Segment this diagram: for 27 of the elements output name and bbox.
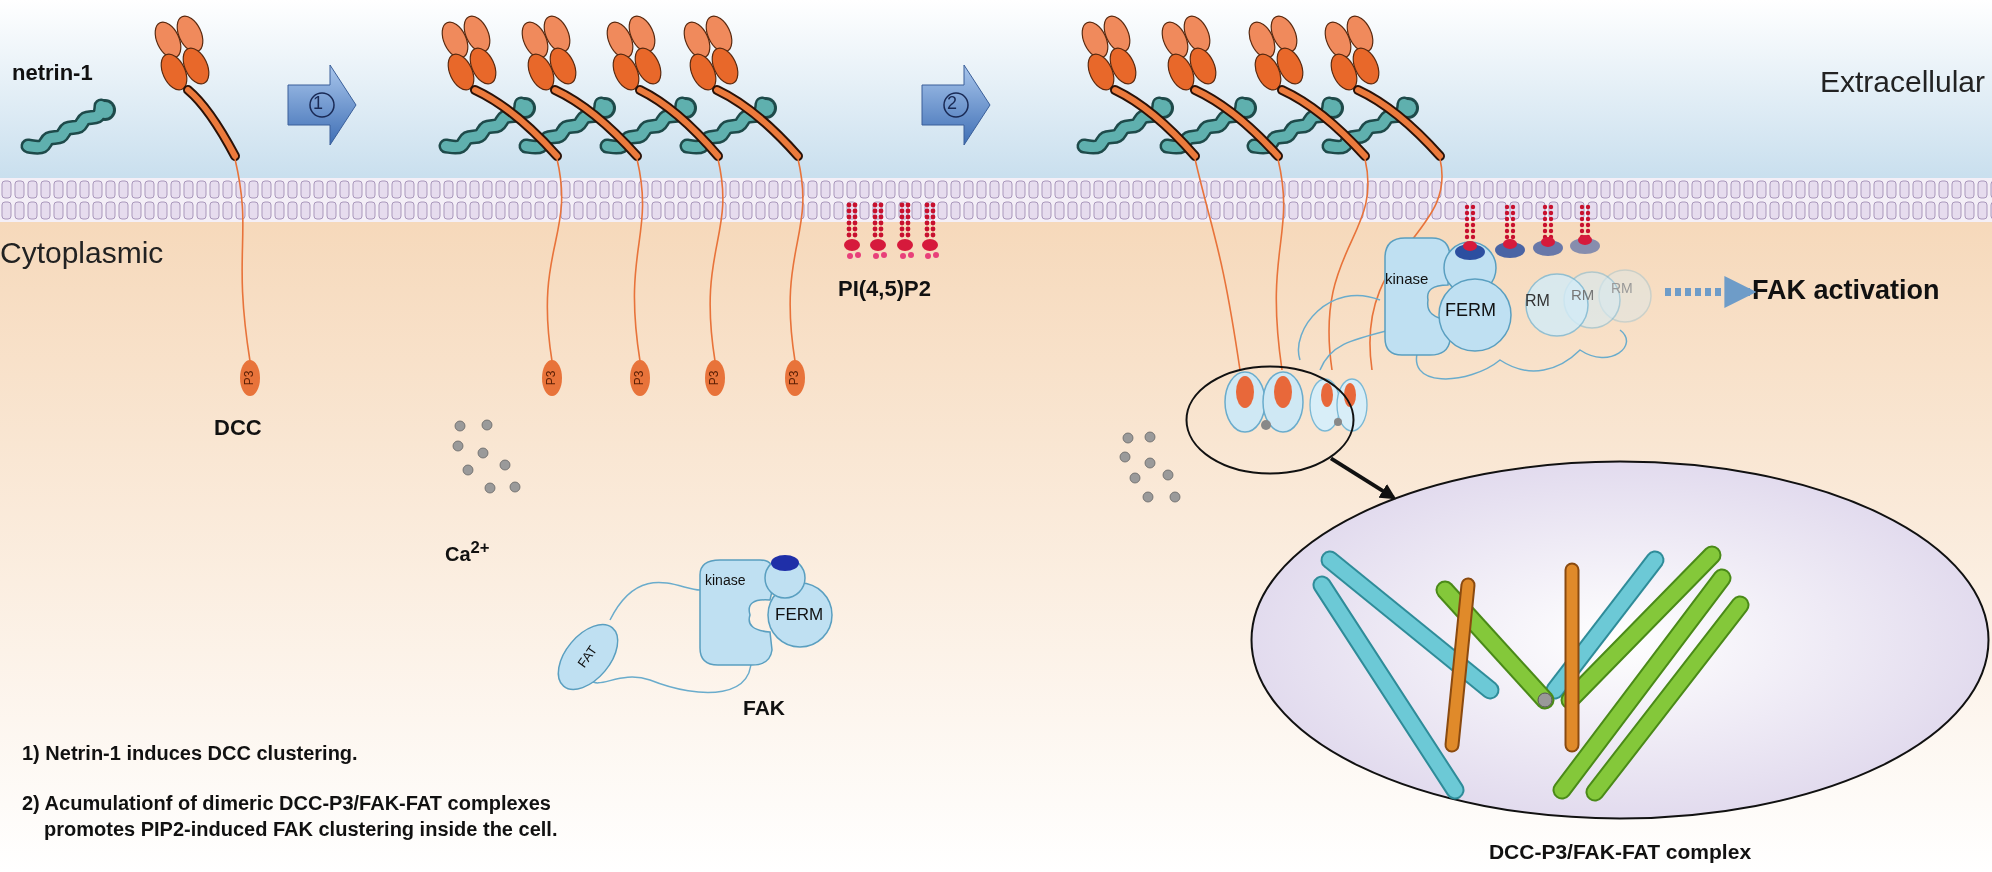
arrow (1329, 456, 1397, 500)
protein-label: PI(4,5)P2 (838, 276, 931, 302)
region-label: Cytoplasmic (0, 236, 164, 271)
inset-caption: DCC-P3/FAK-FAT complex (1488, 840, 1752, 865)
note-text: 2) Acumulationf of dimeric DCC-P3/FAK-FAT complexes promotes PIP2-induced FAK clustering inside the cell. (22, 791, 559, 842)
domain-label: RM (1611, 280, 1633, 297)
domain-label: FERM (1445, 300, 1496, 321)
domain-label: RM (1571, 286, 1595, 304)
note-text: 1) Netrin-1 induces DCC clustering. (22, 742, 358, 765)
region-label: Extracellular (1819, 65, 1985, 100)
protein-label: netrin-1 (12, 60, 93, 86)
domain-label: RM (1525, 292, 1550, 311)
protein-label: FAK (743, 696, 785, 721)
domain-label: P3 (708, 370, 722, 386)
protein-label: kinase (705, 572, 746, 589)
structure-inset (1250, 460, 1990, 820)
step-number: 2 (947, 93, 957, 114)
step-number: 1 (313, 93, 323, 114)
domain-label: kinase (1385, 270, 1429, 288)
protein-label: DCC (214, 415, 262, 441)
domain-label: P3 (788, 370, 802, 386)
protein-label: Ca$^{2+}$ (445, 538, 490, 566)
domain-label: P3 (545, 370, 559, 386)
protein-label: FERM (775, 605, 824, 625)
domain-label: P3 (633, 370, 647, 386)
domain-label: P3 (243, 370, 257, 386)
outcome-label: FAK activation (1752, 275, 1940, 307)
